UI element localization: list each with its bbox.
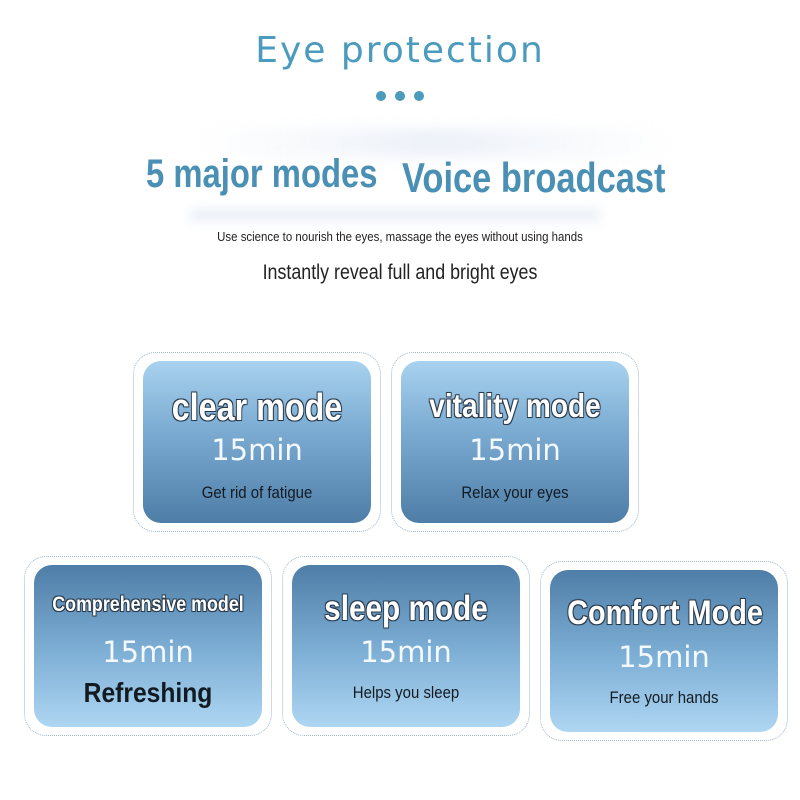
mode-description: Relax your eyes (461, 483, 569, 502)
mode-card-panel: vitality mode 15min Relax your eyes (401, 361, 629, 523)
mode-card-panel: sleep mode 15min Helps you sleep (292, 565, 520, 727)
mode-duration: 15min (469, 433, 561, 467)
mode-name: vitality mode (429, 387, 601, 424)
mode-duration: 15min (618, 640, 710, 674)
mode-duration: 15min (102, 635, 194, 669)
mode-name: clear mode (171, 387, 343, 429)
dot-icon (395, 91, 405, 101)
mode-name: Comfort Mode (567, 594, 763, 632)
mode-card-sleep: sleep mode 15min Helps you sleep (282, 556, 530, 736)
dot-icon (414, 91, 424, 101)
headline-modes: 5 major modes (146, 152, 378, 196)
mode-card-vitality: vitality mode 15min Relax your eyes (391, 352, 639, 532)
mode-name: sleep mode (324, 589, 488, 628)
mode-duration: 15min (211, 433, 303, 467)
background-glow (200, 128, 670, 158)
subtitle: Use science to nourish the eyes, massage… (217, 229, 583, 244)
mode-duration: 15min (360, 635, 452, 669)
mode-card-comprehensive: Comprehensive model 15min Refreshing (24, 556, 272, 736)
mode-name: Comprehensive model (52, 593, 244, 616)
mode-description: Free your hands (609, 688, 719, 707)
tagline: Instantly reveal full and bright eyes (262, 261, 538, 284)
title-dots-decoration (376, 91, 424, 101)
mode-card-clear: clear mode 15min Get rid of fatigue (133, 352, 381, 532)
mode-description: Get rid of fatigue (201, 483, 313, 502)
headline-voice: Voice broadcast (402, 154, 666, 201)
page-title: Eye protection (255, 30, 545, 71)
mode-card-panel: clear mode 15min Get rid of fatigue (143, 361, 371, 523)
mode-card-panel: Comprehensive model 15min Refreshing (34, 565, 262, 727)
mode-description: Refreshing (83, 677, 213, 708)
mode-card-panel: Comfort Mode 15min Free your hands (550, 570, 778, 732)
dot-icon (376, 91, 386, 101)
mode-card-comfort: Comfort Mode 15min Free your hands (540, 561, 788, 741)
background-glow (190, 208, 600, 222)
mode-description: Helps you sleep (352, 683, 460, 702)
